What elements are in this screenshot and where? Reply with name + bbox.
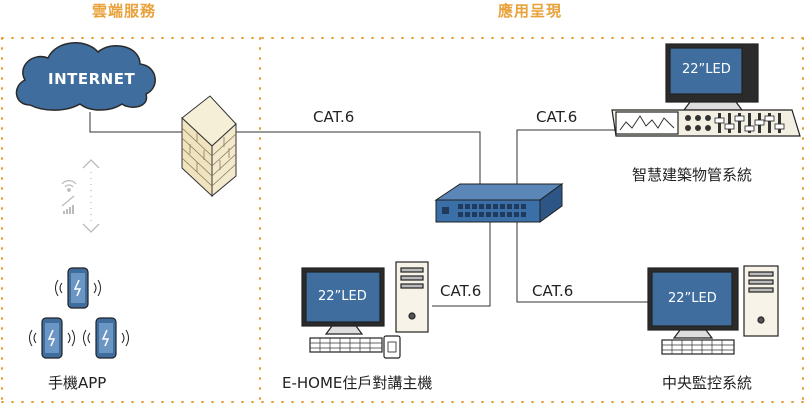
building-screen-label: 22”LED xyxy=(682,62,731,77)
cctv-system-label: 中央監控系統 xyxy=(662,374,753,392)
section-boundaries xyxy=(1,37,804,403)
ehome-workstation-icon xyxy=(301,261,429,359)
internet-cloud-icon xyxy=(15,42,156,111)
ehome-screen-label: 22”LED xyxy=(318,289,367,304)
internet-label: INTERNET xyxy=(48,70,136,88)
building-management-workstation-icon xyxy=(611,43,801,137)
mobile-app-label: 手機APP xyxy=(48,374,107,392)
wireless-signal-icons xyxy=(61,159,100,233)
network-switch-icon xyxy=(434,183,564,223)
connection-lines xyxy=(89,112,648,307)
smartphone-icons xyxy=(29,267,129,359)
cctv-workstation-icon xyxy=(647,265,779,355)
cat6-label-ehome: CAT.6 xyxy=(440,282,482,300)
cctv-screen-label: 22”LED xyxy=(668,291,717,306)
ehome-system-label: E-HOME住戶對講主機 xyxy=(282,374,433,392)
firewall-icon xyxy=(181,95,237,198)
cat6-label-building: CAT.6 xyxy=(536,108,578,126)
cloud-services-title: 雲端服務 xyxy=(92,2,157,20)
application-title: 應用呈現 xyxy=(498,2,563,20)
building-system-label: 智慧建築物管系統 xyxy=(632,166,753,184)
cat6-label-cctv: CAT.6 xyxy=(532,282,574,300)
cat6-label-firewall: CAT.6 xyxy=(313,108,355,126)
